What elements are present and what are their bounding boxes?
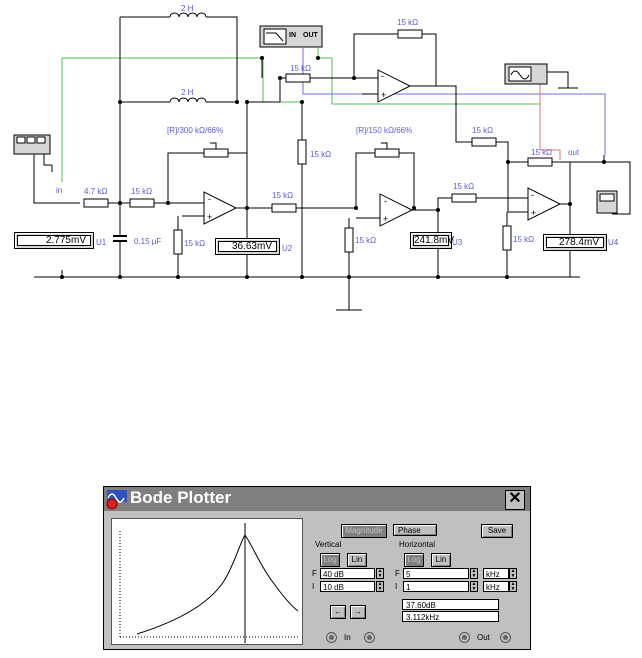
meter-id-u1: U1	[96, 238, 107, 247]
label-res-d: 15 kΩ	[453, 182, 474, 191]
save-button[interactable]: Save	[481, 524, 513, 538]
label-inductor-mid: 2 H	[181, 88, 194, 97]
circuit-schematic: - + - + - + - +	[13, 4, 631, 311]
horizontal-i-label: I	[395, 582, 398, 591]
label-out: out	[568, 148, 580, 157]
bode-app-icon	[106, 490, 127, 510]
label-res-top-right: 15 kΩ	[397, 18, 418, 27]
out-port-label: Out	[477, 633, 490, 642]
label-cap: 0.15 μF	[134, 237, 161, 246]
readout-frequency: 3.112kHz	[402, 611, 499, 622]
voltmeter-u1[interactable]: 2.775mV	[14, 232, 94, 249]
inductor-top	[169, 12, 207, 18]
horizontal-group-label: Horizontal	[399, 540, 436, 549]
vertical-log-button[interactable]: Log	[320, 553, 340, 567]
in-port-plus[interactable]	[326, 632, 337, 643]
readout-magnitude: 37.60dB	[402, 599, 499, 610]
label-res-g: 15 kΩ	[184, 239, 205, 248]
label-inductor-top: 2 H	[181, 4, 194, 13]
vertical-f-label: F	[312, 569, 317, 578]
svg-text:+: +	[383, 214, 388, 224]
vertical-final-spinner[interactable]: ▲▼	[376, 568, 384, 579]
label-res-h: 15 kΩ	[355, 236, 376, 245]
cursor-right-button[interactable]: →	[350, 605, 366, 619]
cursor-left-button[interactable]: ←	[330, 605, 346, 619]
bode-out-text: OUT	[303, 32, 319, 39]
label-res-b: 15 kΩ	[272, 191, 293, 200]
voltmeter-u3[interactable]: 241.8mV	[410, 232, 455, 249]
vertical-initial-field[interactable]: 10 dB	[320, 581, 375, 592]
magnitude-button[interactable]: Magnitude	[341, 524, 387, 538]
svg-text:-: -	[531, 190, 534, 200]
svg-text:-: -	[208, 194, 211, 204]
vertical-initial-spinner[interactable]: ▲▼	[376, 581, 384, 592]
out-port-minus[interactable]	[500, 632, 511, 643]
horizontal-final-spinner[interactable]: ▲▼	[470, 568, 478, 579]
blue-wire	[302, 48, 606, 155]
vertical-i-label: I	[312, 582, 315, 591]
vertical-lin-button[interactable]: Lin	[347, 553, 367, 567]
horizontal-lin-button[interactable]: Lin	[431, 553, 451, 567]
bode-in-text: IN	[289, 32, 296, 39]
horizontal-f-label: F	[395, 569, 400, 578]
svg-text:+: +	[381, 90, 386, 100]
label-in: in	[56, 186, 62, 195]
label-res-c: 15 kΩ	[310, 150, 331, 159]
horizontal-initial-unit[interactable]: kHz	[483, 581, 509, 592]
vertical-group-label: Vertical	[315, 540, 342, 549]
out-port-plus[interactable]	[459, 632, 470, 643]
label-res-f: 15 kΩ	[531, 148, 552, 157]
svg-text:+: +	[531, 208, 536, 218]
red-wire	[539, 82, 561, 160]
label-res-e: 15 kΩ	[472, 126, 493, 135]
voltmeter-u1-value: 2.775mV	[17, 235, 91, 246]
vertical-final-field[interactable]: 40 dB	[320, 568, 375, 579]
voltmeter-u4[interactable]: 278.4mV	[543, 234, 607, 251]
horizontal-initial-unit-spinner[interactable]: ▲▼	[509, 581, 517, 592]
close-icon[interactable]: ✕	[505, 490, 525, 510]
label-pot2: [R]/150 kΩ/66%	[356, 126, 412, 135]
in-port-label: In	[344, 633, 351, 642]
voltmeter-u4-value: 278.4mV	[546, 237, 604, 248]
voltmeter-u2-value: 36.63mV	[218, 241, 277, 252]
label-res-a: 15 kΩ	[131, 187, 152, 196]
horizontal-initial-spinner[interactable]: ▲▼	[470, 581, 478, 592]
bode-plotter-window: Bode Plotter ✕ Magnitude Phase Save Vert…	[103, 486, 531, 650]
horizontal-final-field[interactable]: 5	[403, 568, 469, 579]
phase-button[interactable]: Phase	[393, 524, 437, 536]
horizontal-final-unit-spinner[interactable]: ▲▼	[509, 568, 517, 579]
horizontal-initial-field[interactable]: 1	[403, 581, 469, 592]
green-wire	[61, 57, 303, 182]
svg-text:-: -	[384, 196, 387, 206]
label-pot1: [R]/300 kΩ/66%	[167, 126, 223, 135]
horizontal-final-unit[interactable]: kHz	[483, 568, 509, 579]
in-port-minus[interactable]	[364, 632, 375, 643]
label-res-mid-center: 15 kΩ	[290, 64, 311, 73]
bode-magnitude-curve	[119, 523, 299, 643]
label-res-in: 4.7 kΩ	[84, 187, 107, 196]
svg-text:+: +	[207, 212, 212, 222]
bode-title: Bode Plotter	[130, 488, 232, 507]
meter-id-u4: U4	[608, 238, 619, 247]
label-res-i: 15 kΩ	[513, 235, 534, 244]
meter-id-u3: U3	[452, 238, 463, 247]
bode-title-bar[interactable]: Bode Plotter ✕	[104, 487, 530, 511]
bode-plot-screen	[111, 518, 303, 645]
meter-id-u2: U2	[282, 244, 293, 253]
voltmeter-u2[interactable]: 36.63mV	[215, 238, 280, 255]
inductor-mid	[169, 97, 207, 103]
horizontal-log-button[interactable]: Log	[404, 553, 424, 567]
voltmeter-u3-value: 241.8mV	[413, 235, 455, 246]
svg-text:-: -	[381, 71, 384, 81]
